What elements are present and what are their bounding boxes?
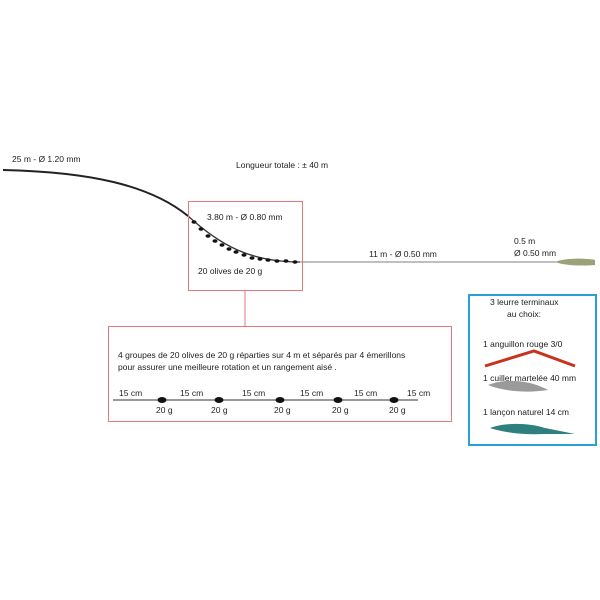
total-length-label: Longueur totale : ± 40 m	[236, 160, 329, 170]
olives	[191, 220, 298, 264]
weight-label: 20 g	[274, 405, 291, 415]
lure-item: 1 lançon naturel 14 cm	[483, 407, 569, 417]
main-line-1-20mm	[2, 169, 189, 217]
hammered-spoon-icon	[488, 380, 548, 392]
detail-description-1: 4 groupes de 20 olives de 20 g réparties…	[118, 350, 406, 360]
spacing-label: 15 cm	[119, 388, 143, 398]
weight-label: 20 g	[389, 405, 406, 415]
lures-title-1: 3 leurre terminaux	[490, 297, 559, 307]
end-lure-icon	[555, 258, 595, 266]
olives-label: 20 olives de 20 g	[198, 266, 263, 276]
lures-title-2: au choix:	[507, 309, 542, 319]
red-eel-lure-icon	[484, 349, 576, 368]
spacing-label: 15 cm	[300, 388, 324, 398]
detail-box	[108, 326, 452, 422]
spacing-label: 15 cm	[354, 388, 378, 398]
segment1-label: 25 m - Ø 1.20 mm	[12, 154, 81, 164]
weight-label: 20 g	[156, 405, 173, 415]
leader-diameter-label: Ø 0.50 mm	[514, 248, 557, 258]
leader-length-label: 0.5 m	[514, 236, 536, 246]
weight-label: 20 g	[332, 405, 349, 415]
lures-box	[468, 294, 597, 446]
olives-section-box	[188, 201, 303, 291]
detail-olives	[157, 397, 399, 403]
sandeel-lure-icon	[490, 423, 575, 435]
lure-item: 1 anguillon rouge 3/0	[483, 339, 563, 349]
detail-description-2: pour assurer une meilleure rotation et u…	[118, 362, 337, 372]
spacing-label: 15 cm	[242, 388, 266, 398]
spacing-label: 15 cm	[180, 388, 204, 398]
lure-item: 1 cuiller martelée 40 mm	[483, 373, 577, 383]
weight-label: 20 g	[211, 405, 228, 415]
segment3-label: 11 m - Ø 0.50 mm	[369, 249, 437, 259]
segment2-label: 3.80 m - Ø 0.80 mm	[207, 212, 283, 222]
spacing-label: 15 cm	[407, 388, 431, 398]
